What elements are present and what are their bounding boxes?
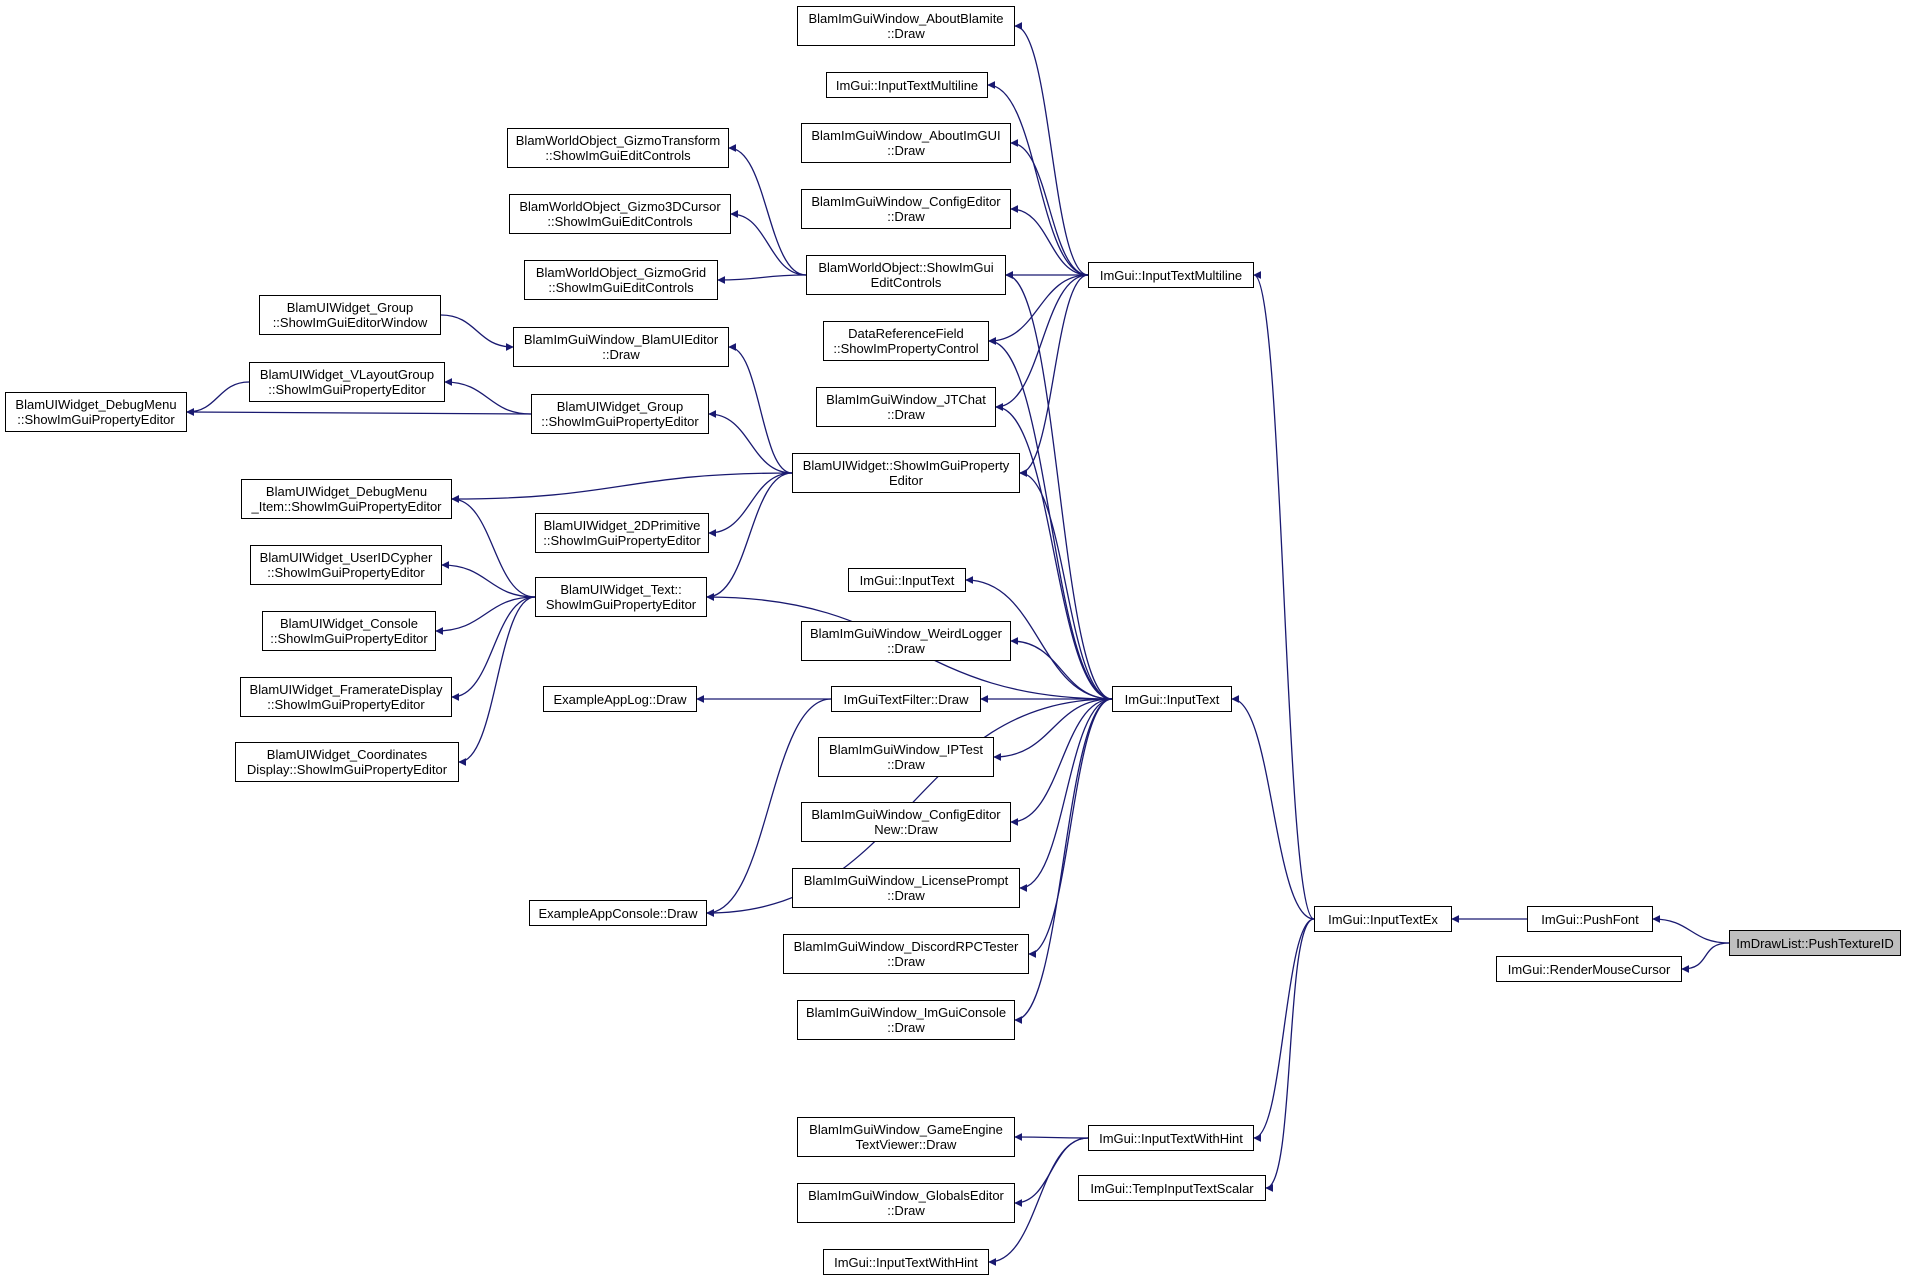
node-temp-input-text-scalar[interactable]: ImGui::TempInputTextScalar [1078,1175,1266,1201]
edge-weird-logger-to-input-text-main [1010,637,1113,700]
node-widget-text[interactable]: BlamUIWidget_Text:: ShowImGuiPropertyEdi… [535,577,707,617]
edge-imgui-console-to-input-text-main [1014,698,1113,1024]
edge-jt-chat-to-input-text-main [995,403,1113,700]
edge-temp-input-text-scalar-to-input-text-ex [1265,918,1315,1192]
node-input-text-main[interactable]: ImGui::InputText [1112,686,1232,712]
edge-data-reference-field-to-input-text-multiline-main [988,274,1089,345]
node-text-filter-draw[interactable]: ImGuiTextFilter::Draw [831,686,981,712]
node-widget-group-prop[interactable]: BlamUIWidget_Group ::ShowImGuiPropertyEd… [531,394,709,434]
node-license-prompt[interactable]: BlamImGuiWindow_LicensePrompt ::Draw [792,868,1020,908]
edge-userid-cypher-to-widget-text [441,561,536,598]
node-input-text-with-hint-main[interactable]: ImGui::InputTextWithHint [1088,1125,1254,1151]
edge-ui-widget-show-to-input-text-main [1019,469,1113,700]
node-jt-chat[interactable]: BlamImGuiWindow_JTChat ::Draw [816,387,996,427]
edge-gizmo-3d-cursor-to-world-object-show [730,210,807,276]
edge-input-text-multiline-main-to-input-text-ex [1253,271,1315,920]
node-gizmo-transform[interactable]: BlamWorldObject_GizmoTransform ::ShowImG… [507,128,729,168]
edge-input-text-multiline-2-to-input-text-multiline-main [987,81,1089,276]
node-push-font[interactable]: ImGui::PushFont [1527,906,1653,932]
edge-framerate-display-to-widget-text [451,596,536,701]
edge-debug-menu-item-to-widget-text [451,495,536,598]
node-vlayout-group[interactable]: BlamUIWidget_VLayoutGroup ::ShowImGuiPro… [249,362,445,402]
edge-about-imgui-to-input-text-multiline-main [1010,139,1089,276]
node-framerate-display[interactable]: BlamUIWidget_FramerateDisplay ::ShowImGu… [240,677,452,717]
edge-jt-chat-to-input-text-multiline-main [995,274,1089,411]
edge-debug-menu-to-vlayout-group [186,381,250,416]
edge-config-editor-new-to-input-text-main [1010,698,1113,826]
node-ui-editor-draw[interactable]: BlamImGuiWindow_BlamUIEditor ::Draw [513,327,729,367]
edge-input-text-main-to-input-text-ex [1231,695,1315,920]
node-example-app-log[interactable]: ExampleAppLog::Draw [543,686,697,712]
edge-input-text-with-hint-main-to-input-text-ex [1253,918,1315,1142]
edge-primitive-2d-to-ui-widget-show [708,472,793,537]
edge-debug-menu-to-widget-group-prop [186,408,532,417]
node-widget-group-editor-window[interactable]: BlamUIWidget_Group ::ShowImGuiEditorWind… [259,295,441,335]
node-imgui-console[interactable]: BlamImGuiWindow_ImGuiConsole ::Draw [797,1000,1015,1040]
edge-ip-test-to-input-text-main [993,698,1113,761]
node-config-editor[interactable]: BlamImGuiWindow_ConfigEditor ::Draw [801,189,1011,229]
edge-widget-text-to-ui-widget-show [706,472,793,601]
edge-license-prompt-to-input-text-main [1019,698,1113,892]
edge-widget-console-to-widget-text [435,596,536,635]
node-debug-menu[interactable]: BlamUIWidget_DebugMenu ::ShowImGuiProper… [5,392,187,432]
edge-game-engine-text-viewer-to-input-text-with-hint-main [1014,1133,1089,1142]
node-world-object-show[interactable]: BlamWorldObject::ShowImGui EditControls [806,255,1006,295]
node-about-blamite[interactable]: BlamImGuiWindow_AboutBlamite ::Draw [797,6,1015,46]
node-userid-cypher[interactable]: BlamUIWidget_UserIDCypher ::ShowImGuiPro… [250,545,442,585]
edge-push-font-to-push-texture-id [1652,915,1730,944]
node-render-mouse-cursor[interactable]: ImGui::RenderMouseCursor [1496,956,1682,982]
node-gizmo-3d-cursor[interactable]: BlamWorldObject_Gizmo3DCursor ::ShowImGu… [509,194,731,234]
node-widget-console[interactable]: BlamUIWidget_Console ::ShowImGuiProperty… [262,611,436,651]
node-input-text-with-hint-2[interactable]: ImGui::InputTextWithHint [823,1249,989,1275]
edge-config-editor-to-input-text-multiline-main [1010,205,1089,276]
node-game-engine-text-viewer[interactable]: BlamImGuiWindow_GameEngine TextViewer::D… [797,1117,1015,1157]
edge-gizmo-grid-to-world-object-show [717,274,807,284]
edge-discord-rpc-to-input-text-main [1028,698,1113,958]
node-input-text-multiline-main[interactable]: ImGui::InputTextMultiline [1088,262,1254,288]
edge-input-text-with-hint-2-to-input-text-with-hint-main [988,1137,1089,1266]
node-debug-menu-item[interactable]: BlamUIWidget_DebugMenu _Item::ShowImGuiP… [241,479,452,519]
node-input-text-2[interactable]: ImGui::InputText [848,568,966,592]
node-gizmo-grid[interactable]: BlamWorldObject_GizmoGrid ::ShowImGuiEdi… [524,260,718,300]
edge-debug-menu-item-to-ui-widget-show [451,472,793,503]
node-weird-logger[interactable]: BlamImGuiWindow_WeirdLogger ::Draw [801,621,1011,661]
edge-world-object-show-to-input-text-main [1005,271,1113,700]
node-config-editor-new[interactable]: BlamImGuiWindow_ConfigEditor New::Draw [801,802,1011,842]
edge-example-app-console-to-text-filter-draw [706,698,832,917]
node-example-app-console[interactable]: ExampleAppConsole::Draw [529,900,707,926]
node-discord-rpc[interactable]: BlamImGuiWindow_DiscordRPCTester ::Draw [783,934,1029,974]
edge-about-blamite-to-input-text-multiline-main [1014,22,1089,276]
edge-ui-editor-draw-to-ui-widget-show [728,343,793,474]
node-input-text-multiline-2[interactable]: ImGui::InputTextMultiline [826,72,988,98]
edge-ui-widget-show-to-input-text-multiline-main [1019,274,1089,477]
node-coordinates-display[interactable]: BlamUIWidget_Coordinates Display::ShowIm… [235,742,459,782]
edge-vlayout-group-to-widget-group-prop [444,378,532,415]
node-ip-test[interactable]: BlamImGuiWindow_IPTest ::Draw [818,737,994,777]
edge-coordinates-display-to-widget-text [458,596,536,766]
edge-widget-group-prop-to-ui-widget-show [708,410,793,474]
edge-ui-editor-draw-to-widget-group-editor-window [440,314,514,351]
edge-render-mouse-cursor-to-push-texture-id [1681,942,1730,973]
node-ui-widget-show[interactable]: BlamUIWidget::ShowImGuiProperty Editor [792,453,1020,493]
node-about-imgui[interactable]: BlamImGuiWindow_AboutImGUI ::Draw [801,123,1011,163]
node-input-text-ex[interactable]: ImGui::InputTextEx [1314,906,1452,932]
edge-gizmo-transform-to-world-object-show [728,144,807,276]
node-data-reference-field[interactable]: DataReferenceField ::ShowImPropertyContr… [823,321,989,361]
node-primitive-2d[interactable]: BlamUIWidget_2DPrimitive ::ShowImGuiProp… [535,513,709,553]
node-globals-editor[interactable]: BlamImGuiWindow_GlobalsEditor ::Draw [797,1183,1015,1223]
node-push-texture-id[interactable]: ImDrawList::PushTextureID [1729,930,1901,956]
